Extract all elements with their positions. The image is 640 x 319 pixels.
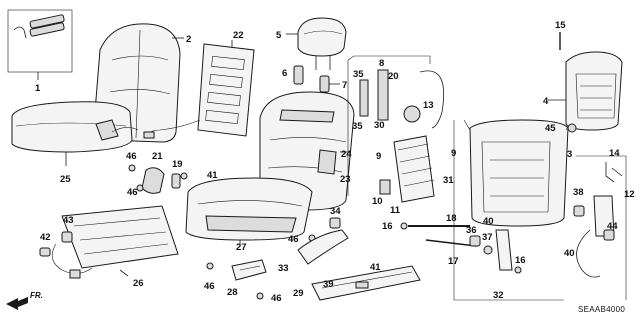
callout-40b: 40: [564, 248, 575, 259]
callout-46d: 46: [204, 281, 215, 292]
callout-17: 17: [448, 256, 459, 267]
callout-7: 7: [342, 80, 347, 91]
callout-39: 39: [323, 279, 334, 290]
callout-10: 10: [372, 196, 383, 207]
callout-25: 25: [60, 174, 71, 185]
callout-24: 24: [341, 149, 352, 160]
part-17-18-rod: [400, 222, 477, 247]
callout-4: 4: [543, 96, 549, 107]
side-airbag-group: [573, 155, 627, 300]
callout-16b: 16: [515, 255, 526, 266]
bolts-46: [128, 164, 316, 300]
callout-46e: 46: [271, 293, 282, 304]
part-3-seatback-frame: [453, 119, 573, 301]
callout-9a: 9: [376, 151, 381, 162]
callout-27: 27: [236, 242, 247, 253]
callout-13: 13: [423, 100, 434, 111]
callout-19: 19: [172, 159, 183, 170]
callout-2: 2: [186, 34, 191, 45]
callout-11: 11: [390, 205, 401, 216]
callout-12: 12: [624, 189, 635, 200]
callout-34: 34: [330, 206, 341, 217]
callout-6: 6: [282, 68, 287, 79]
callout-41b: 41: [370, 262, 381, 273]
part-22-seatback-pad: [143, 40, 255, 139]
callout-21: 21: [152, 151, 163, 162]
part-19-21-recliner-parts: [141, 167, 188, 194]
part-42-43-fasteners: [39, 231, 73, 257]
callout-36: 36: [466, 225, 477, 236]
diagram-code: SEAAB4000: [578, 305, 625, 314]
callout-18: 18: [446, 213, 457, 224]
callout-44: 44: [607, 221, 618, 232]
front-direction-label: FR.: [30, 291, 43, 300]
callout-43: 43: [63, 215, 74, 226]
part-4-rear-panel: [548, 32, 623, 133]
part-27-seat-cushion: [185, 177, 313, 246]
callout-8: 8: [379, 58, 384, 69]
callout-41a: 41: [207, 170, 218, 181]
callout-3: 3: [567, 149, 572, 160]
callout-9b: 9: [451, 148, 456, 159]
part-32-36-37-lever: [469, 229, 522, 274]
callout-32: 32: [493, 290, 504, 301]
callout-35b: 35: [352, 121, 363, 132]
callout-28: 28: [227, 287, 238, 298]
callout-46a: 46: [126, 151, 137, 162]
callout-33: 33: [278, 263, 289, 274]
part-6-7-headrest-guides: [293, 65, 340, 93]
recliner-assembly-group: [347, 55, 445, 203]
callout-29: 29: [293, 288, 304, 299]
callout-37: 37: [482, 232, 493, 243]
callout-31: 31: [443, 175, 454, 186]
part-callouts: 1 2 3 4 5 6 7 8 9 9 10 11 12 13 14 15 16…: [35, 20, 635, 304]
callout-14: 14: [609, 148, 620, 159]
callout-23: 23: [340, 174, 351, 185]
part-5-headrest: [286, 17, 347, 70]
part-28-trim-cover: [231, 259, 267, 281]
callout-22: 22: [233, 30, 244, 41]
part-26-cushion-pan: [51, 205, 179, 279]
callout-1: 1: [35, 83, 41, 94]
callout-30: 30: [374, 120, 385, 131]
callout-35a: 35: [353, 69, 364, 80]
part-33-34-side-cover: [297, 217, 349, 265]
front-direction-arrow: FR.: [6, 291, 43, 310]
callout-42: 42: [40, 232, 51, 243]
callout-26: 26: [133, 278, 144, 289]
callout-45: 45: [545, 123, 556, 134]
callout-38: 38: [573, 187, 584, 198]
part-25-cushion-cover: [11, 101, 139, 166]
callout-46c: 46: [288, 234, 299, 245]
callout-20: 20: [388, 71, 399, 82]
callout-40a: 40: [483, 216, 494, 227]
part-29-side-trim: [311, 265, 421, 301]
callout-46b: 46: [127, 187, 138, 198]
callout-5: 5: [276, 30, 282, 41]
callout-15: 15: [555, 20, 566, 31]
callout-16a: 16: [382, 221, 393, 232]
part-1-clip-set: [7, 9, 73, 80]
